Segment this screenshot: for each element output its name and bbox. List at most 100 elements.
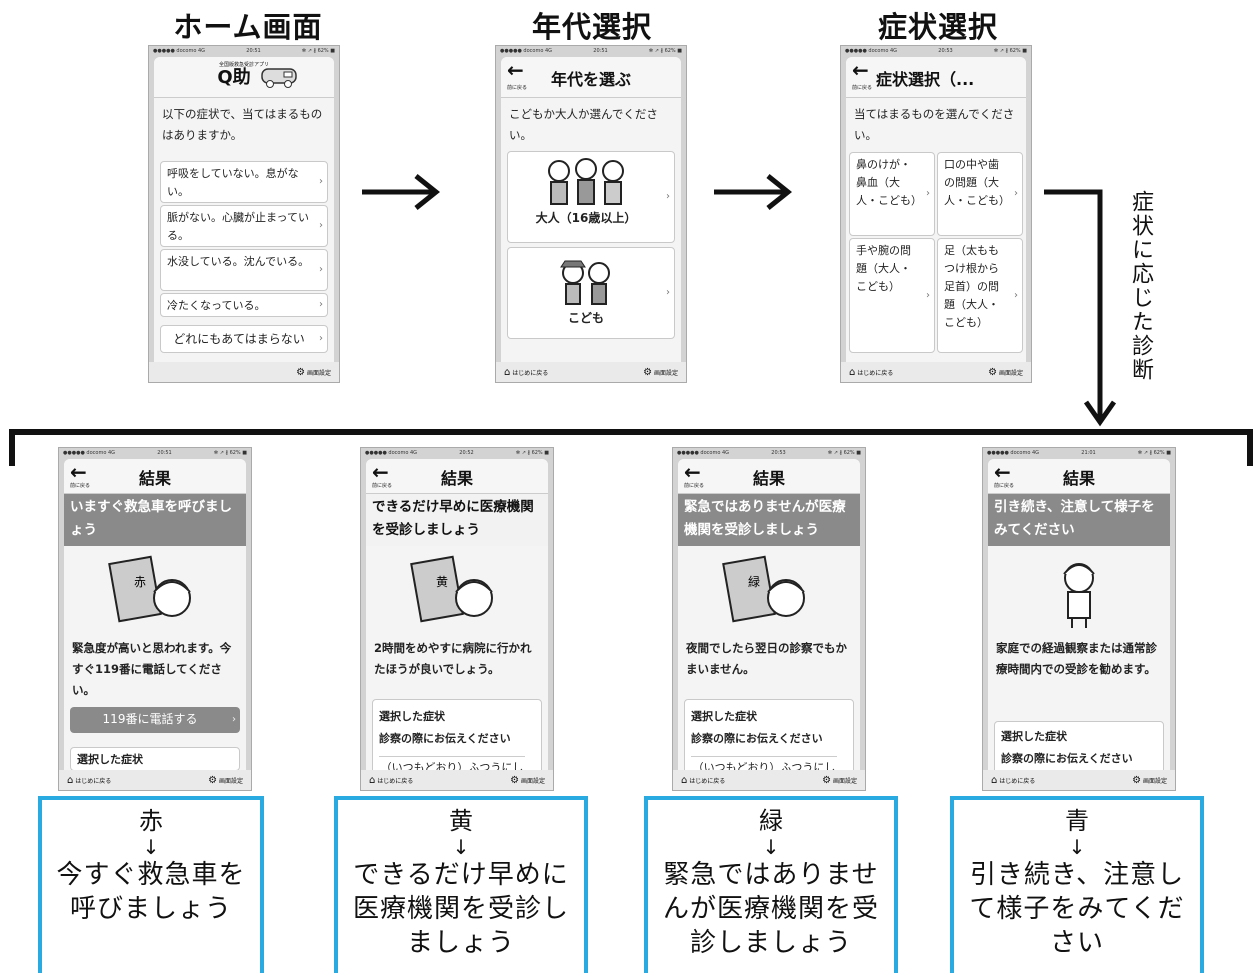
title-age: 年代選択 — [531, 10, 652, 44]
status-carrier: ●●●●● docomo 4G — [365, 450, 418, 456]
clinic-card-icon: 緑 — [722, 555, 805, 623]
result-banner: 引き続き、注意して様子をみてください — [988, 494, 1170, 546]
result-banner: できるだけ早めに医療機関を受診しましょう — [366, 494, 548, 546]
badge-text: 赤 — [134, 575, 146, 589]
back-arrow-icon[interactable]: ← — [372, 460, 389, 484]
header: ← 前に戻る 症状選択（... — [846, 57, 1026, 98]
badge-text: 緑 — [748, 574, 760, 589]
sel-sub: 診察の際にお伝えください — [1001, 752, 1133, 765]
result-text: 家庭での経過観察または通常診療時間内での受診を勧めます。 — [996, 641, 1157, 676]
back-arrow-icon[interactable]: ← — [70, 460, 87, 484]
chevron-right-icon: › — [1014, 289, 1018, 301]
home-button[interactable]: ⌂ はじめに戻る — [991, 775, 1035, 786]
box-text: できるだけ早めに医療機関を受診しましょう — [352, 860, 569, 958]
home-option-4[interactable]: 冷たくなっている。› — [160, 293, 328, 317]
settings-label: 画面設定 — [998, 369, 1023, 377]
settings-label: 画面設定 — [832, 777, 857, 785]
symptom-cell-arm[interactable]: 手や腕の問題（大人・こども）› — [849, 238, 935, 353]
settings-button[interactable]: ⚙ 画面設定 — [822, 775, 857, 786]
settings-label: 画面設定 — [1142, 777, 1167, 785]
settings-button[interactable]: ⚙ 画面設定 — [208, 775, 243, 786]
sel-sub: 診察の際にお伝えください — [691, 732, 823, 745]
back-label: 前に戻る — [684, 483, 705, 489]
home-icon: ⌂ — [504, 366, 511, 378]
settings-button[interactable]: ⚙ 画面設定 — [296, 367, 331, 378]
side-label: 症状に応じた診断 — [1128, 190, 1153, 382]
symptom-cell-nose[interactable]: 鼻のけが・鼻血（大人・こども）› — [849, 152, 935, 236]
back-arrow-icon[interactable]: ← — [994, 460, 1011, 484]
home-icon: ⌂ — [681, 774, 688, 786]
home-option-2[interactable]: 脈がない。心臓が止まっている。› — [160, 205, 328, 247]
hospital-card-icon: 黄 — [410, 555, 493, 623]
call-119-button[interactable]: 119番に電話する› — [70, 707, 240, 733]
home-option-3[interactable]: 水没している。沈んでいる。› — [160, 249, 328, 291]
result-screen: ← 前に戻る 結果 いますぐ救急車を呼びましょう 赤 緊急度が高いと思われます。… — [64, 459, 246, 770]
page-title: 結果 — [138, 469, 171, 488]
gear-icon: ⚙ — [296, 366, 306, 378]
home-label: はじめに戻る — [857, 369, 894, 377]
header: ← 前に戻る 結果 — [366, 459, 548, 494]
chevron-right-icon: › — [666, 287, 670, 298]
status-bar: ●●●●● docomo 4G 21:01 ✻ ↗ ∦ 62% ■ — [983, 448, 1175, 458]
settings-button[interactable]: ⚙ 画面設定 — [988, 367, 1023, 378]
home-label: はじめに戻る — [377, 777, 414, 785]
settings-button[interactable]: ⚙ 画面設定 — [510, 775, 545, 786]
result-text: 夜間でしたら翌日の診察でもかまいません。 — [686, 641, 847, 676]
box-text: 緊急ではありませんが医療機関を受診しましょう — [662, 860, 879, 958]
down-arrow-icon: ↓ — [142, 835, 160, 859]
result-phone-yellow: ●●●●● docomo 4G 20:52 ✻ ↗ ∦ 62% ■ ← 前に戻る… — [360, 447, 554, 791]
footer: ⌂ はじめに戻る ⚙ 画面設定 — [841, 362, 1031, 382]
footer: ⌂ はじめに戻る ⚙ 画面設定 — [59, 770, 251, 790]
home-icon: ⌂ — [369, 774, 376, 786]
back-label: 前に戻る — [852, 85, 873, 91]
back-arrow-icon[interactable]: ← — [507, 58, 524, 82]
page-title: 年代を選ぶ — [550, 70, 631, 89]
chevron-right-icon: › — [926, 289, 930, 301]
home-label: はじめに戻る — [689, 777, 726, 785]
home-button[interactable]: ⌂ はじめに戻る — [67, 775, 111, 786]
ambulance-icon — [261, 68, 297, 88]
symptom-phone: ●●●●● docomo 4G 20:53 ✻ ↗ ∦ 62% ■ ← 前に戻る… — [840, 45, 1032, 383]
settings-button[interactable]: ⚙ 画面設定 — [1132, 775, 1167, 786]
home-button[interactable]: ⌂ はじめに戻る — [681, 775, 725, 786]
back-arrow-icon[interactable]: ← — [852, 58, 869, 82]
settings-label: 画面設定 — [306, 369, 331, 377]
back-label: 前に戻る — [70, 483, 91, 489]
header: ← 前に戻る 結果 — [678, 459, 860, 494]
settings-button[interactable]: ⚙ 画面設定 — [643, 367, 678, 378]
symptom-screen: ← 前に戻る 症状選択（... 当てはまるものを選んでください。 鼻のけが・鼻血… — [846, 57, 1026, 362]
home-phone: ●●●●● docomo 4G 20:51 ✻ ↗ ∦ 62% ■ 全国版救急受… — [148, 45, 340, 383]
home-button[interactable]: ⌂ はじめに戻る — [504, 367, 548, 378]
cell-label: 鼻のけが・鼻血（大人・こども） — [856, 158, 922, 207]
result-screen: ← 前に戻る 結果 引き続き、注意して様子をみてください 家庭での経過観察または… — [988, 459, 1170, 770]
adult-button[interactable]: 大人（16歳以上） › — [507, 151, 675, 243]
home-icon: ⌂ — [67, 774, 74, 786]
status-carrier: ●●●●● docomo 4G — [500, 48, 553, 54]
child-button[interactable]: こども › — [507, 247, 675, 339]
status-battery: ✻ ↗ ∦ 62% ■ — [301, 48, 335, 54]
status-time: 20:51 — [157, 450, 172, 456]
home-icon: ⌂ — [849, 366, 856, 378]
home-button[interactable]: ⌂ はじめに戻る — [849, 367, 893, 378]
status-time: 20:51 — [593, 48, 608, 54]
footer: ⌂ はじめに戻る ⚙ 画面設定 — [361, 770, 553, 790]
badge-text: 黄 — [436, 575, 448, 589]
selected-symptoms-box: 選択した症状 診察の際にお伝えください （いつもどおり）ふつうにし — [684, 699, 854, 770]
box-color: 黄 — [449, 807, 473, 835]
selected-symptoms-box: 選択した症状 診察の際にお伝えください — [994, 721, 1164, 770]
box-text: 引き続き、注意して様子をみてください — [969, 860, 1185, 958]
home-button[interactable]: ⌂ はじめに戻る — [369, 775, 413, 786]
none-applies-button[interactable]: どれにもあてはまらない› — [160, 325, 328, 353]
home-option-1[interactable]: 呼吸をしていない。息がない。› — [160, 161, 328, 203]
symptom-cell-mouth[interactable]: 口の中や歯の問題（大人・こども）› — [937, 152, 1023, 236]
back-label: 前に戻る — [372, 483, 393, 489]
status-battery: ✻ ↗ ∦ 62% ■ — [515, 450, 549, 456]
symptom-cell-leg[interactable]: 足（太ももつけ根から足首）の問題（大人・こども）› — [937, 238, 1023, 353]
down-arrow-icon: ↓ — [762, 835, 780, 859]
status-bar: ●●●●● docomo 4G 20:51 ✻ ↗ ∦ 62% ■ — [149, 46, 339, 56]
back-arrow-icon[interactable]: ← — [684, 460, 701, 484]
adult-family-icon — [548, 158, 624, 205]
chevron-right-icon: › — [666, 191, 670, 202]
page-title: 結果 — [752, 469, 785, 488]
header: ← 前に戻る 結果 — [64, 459, 246, 494]
